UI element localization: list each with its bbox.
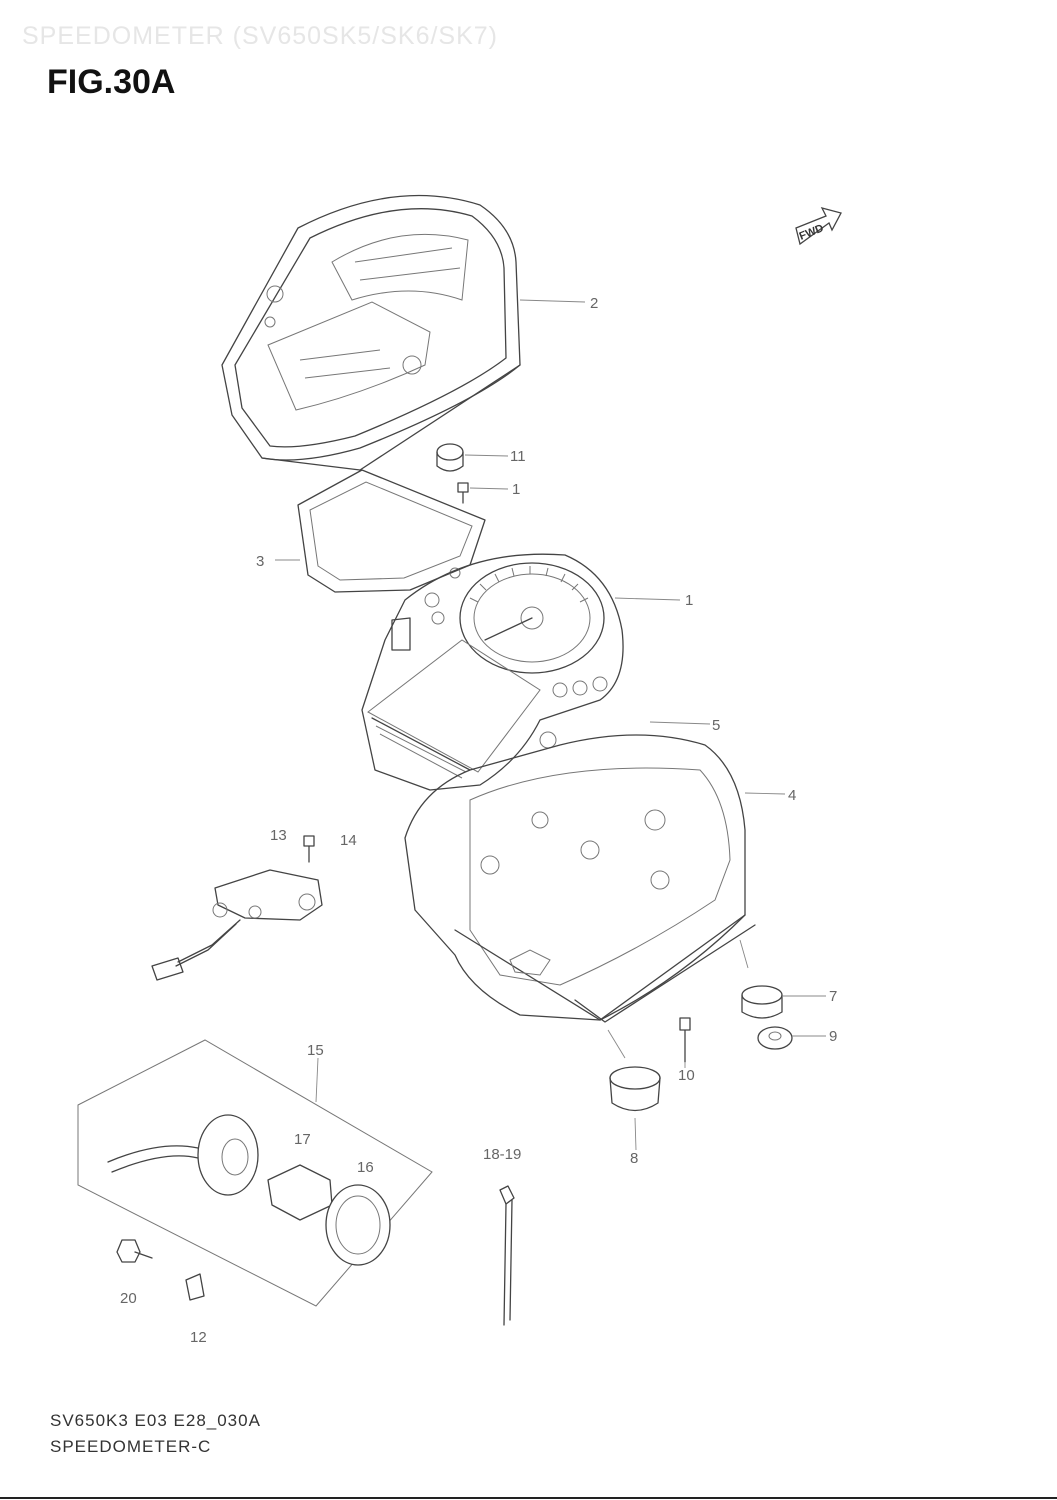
- clip-part: [186, 1274, 204, 1300]
- leader-lines: [275, 300, 826, 1150]
- grommet-part: [742, 986, 782, 1018]
- callout-1: 1: [685, 592, 693, 609]
- screw-part: [458, 483, 468, 503]
- screw-part: [680, 1018, 690, 1062]
- callout-5: 5: [712, 717, 720, 734]
- long-screw-part: [500, 1186, 514, 1325]
- bolt-part: [117, 1240, 152, 1262]
- meter-cover-part: [222, 196, 520, 470]
- washer-part: [758, 1027, 792, 1049]
- bracket-harness-part: [152, 870, 322, 980]
- callout-4: 4: [788, 787, 796, 804]
- lower-case-part: [405, 735, 755, 1022]
- callout-3: 3: [256, 553, 264, 570]
- diagram-code: SV650K3 E03 E28_030A: [50, 1411, 261, 1430]
- callout-17: 17: [294, 1131, 311, 1148]
- callout-9: 9: [829, 1028, 837, 1045]
- lens-plate-part: [298, 470, 485, 592]
- callout-7: 7: [829, 988, 837, 1005]
- callout-20: 20: [120, 1290, 137, 1307]
- callout-11: 11: [510, 448, 526, 465]
- callout-15: 15: [307, 1042, 324, 1059]
- callout-10: 10: [678, 1067, 695, 1084]
- callout-labels: 2 11 1 3 1 5 4 13 14 7 9 10 15 17 16 18-…: [120, 295, 837, 1346]
- callout-18-19: 18-19: [483, 1146, 521, 1163]
- sensor-kit-box: [78, 1040, 432, 1306]
- callout-12: 12: [190, 1329, 207, 1346]
- page-header-title: SPEEDOMETER (SV650SK5/SK6/SK7): [22, 22, 499, 50]
- damper-part: [610, 1067, 660, 1111]
- callout-8: 8: [630, 1150, 638, 1167]
- callout-13: 13: [270, 827, 287, 844]
- figure-number: FIG.30A: [47, 63, 176, 101]
- screw-part: [304, 836, 314, 862]
- bottom-border: [0, 1497, 1057, 1499]
- fwd-arrow-badge: FWD: [796, 208, 841, 244]
- diagram-name: SPEEDOMETER-C: [50, 1437, 212, 1456]
- callout-1: 1: [512, 481, 520, 498]
- callout-14: 14: [340, 832, 357, 849]
- grommet-part: [437, 444, 463, 471]
- meter-assembly-part: [362, 554, 623, 790]
- callout-2: 2: [590, 295, 598, 312]
- callout-16: 16: [357, 1159, 374, 1176]
